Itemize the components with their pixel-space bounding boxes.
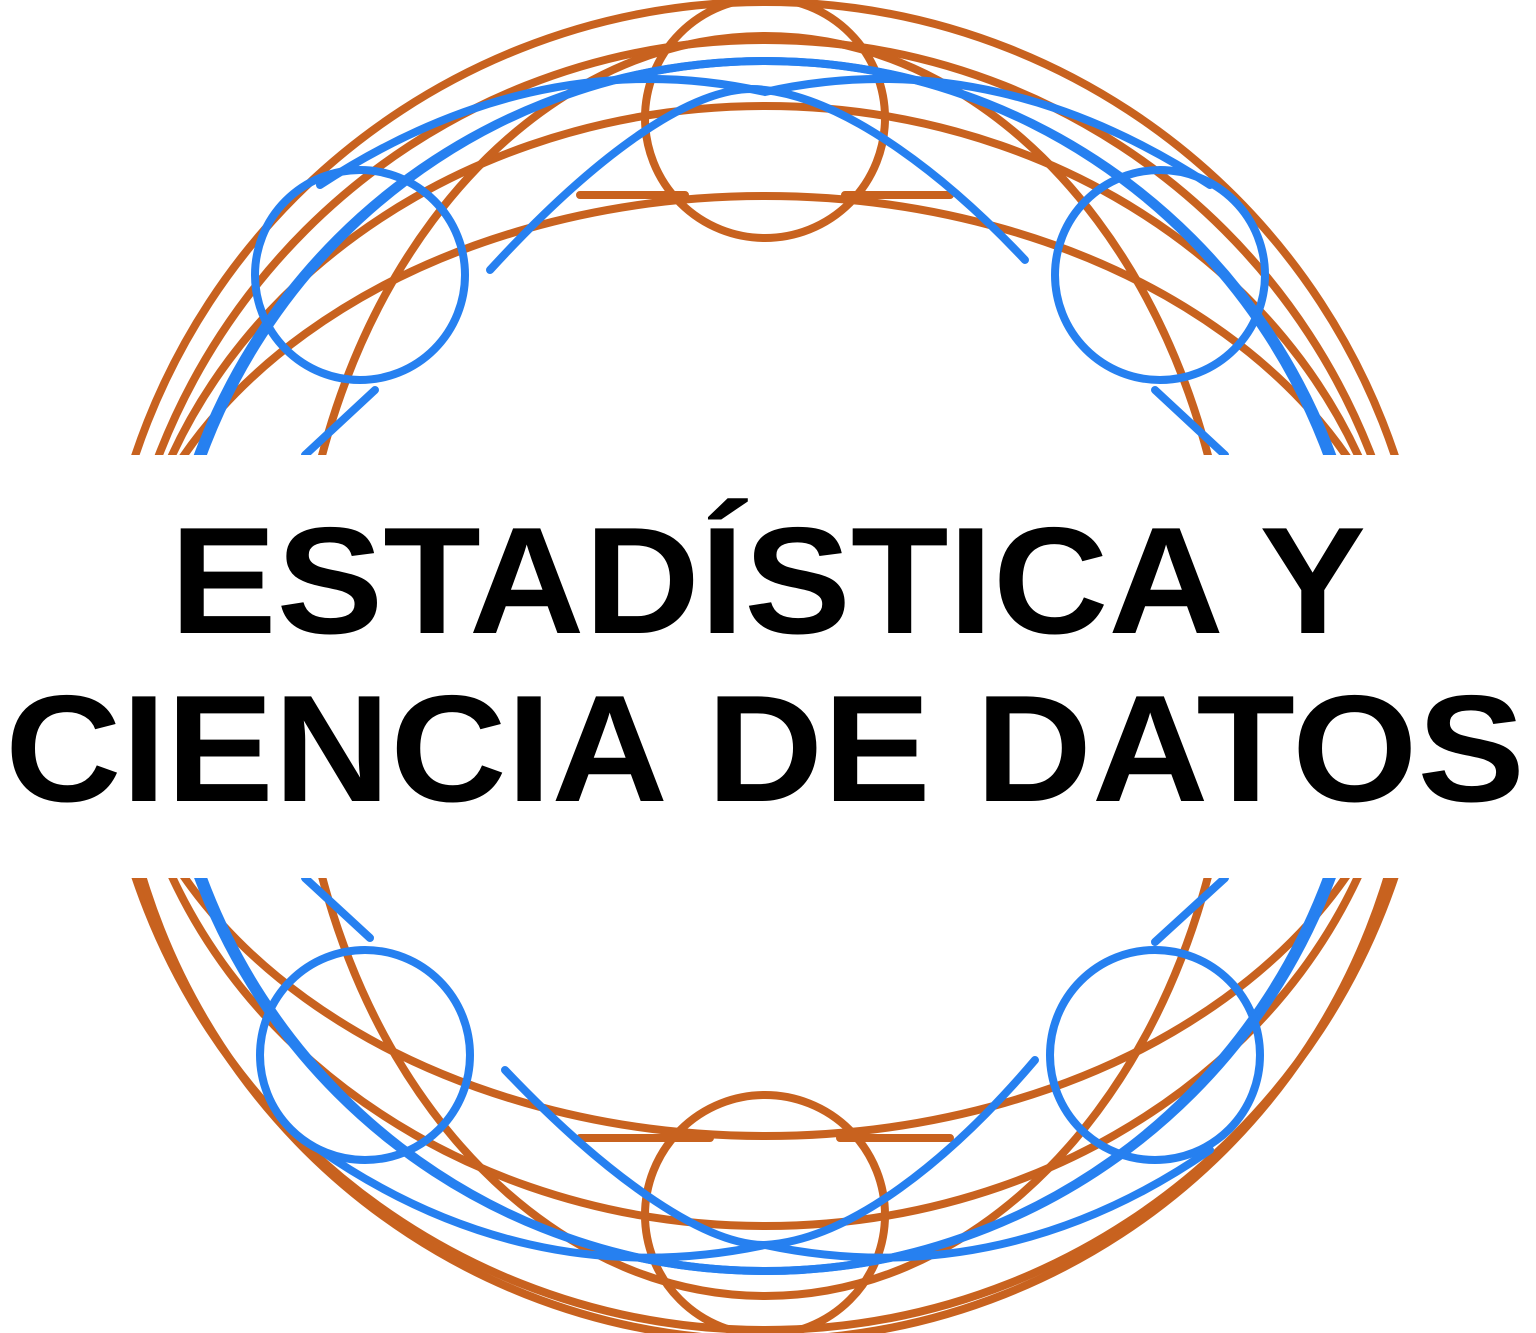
- title-line-2: CIENCIA DE DATOS: [5, 664, 1525, 834]
- title-line-1: ESTADÍSTICA Y: [170, 496, 1366, 666]
